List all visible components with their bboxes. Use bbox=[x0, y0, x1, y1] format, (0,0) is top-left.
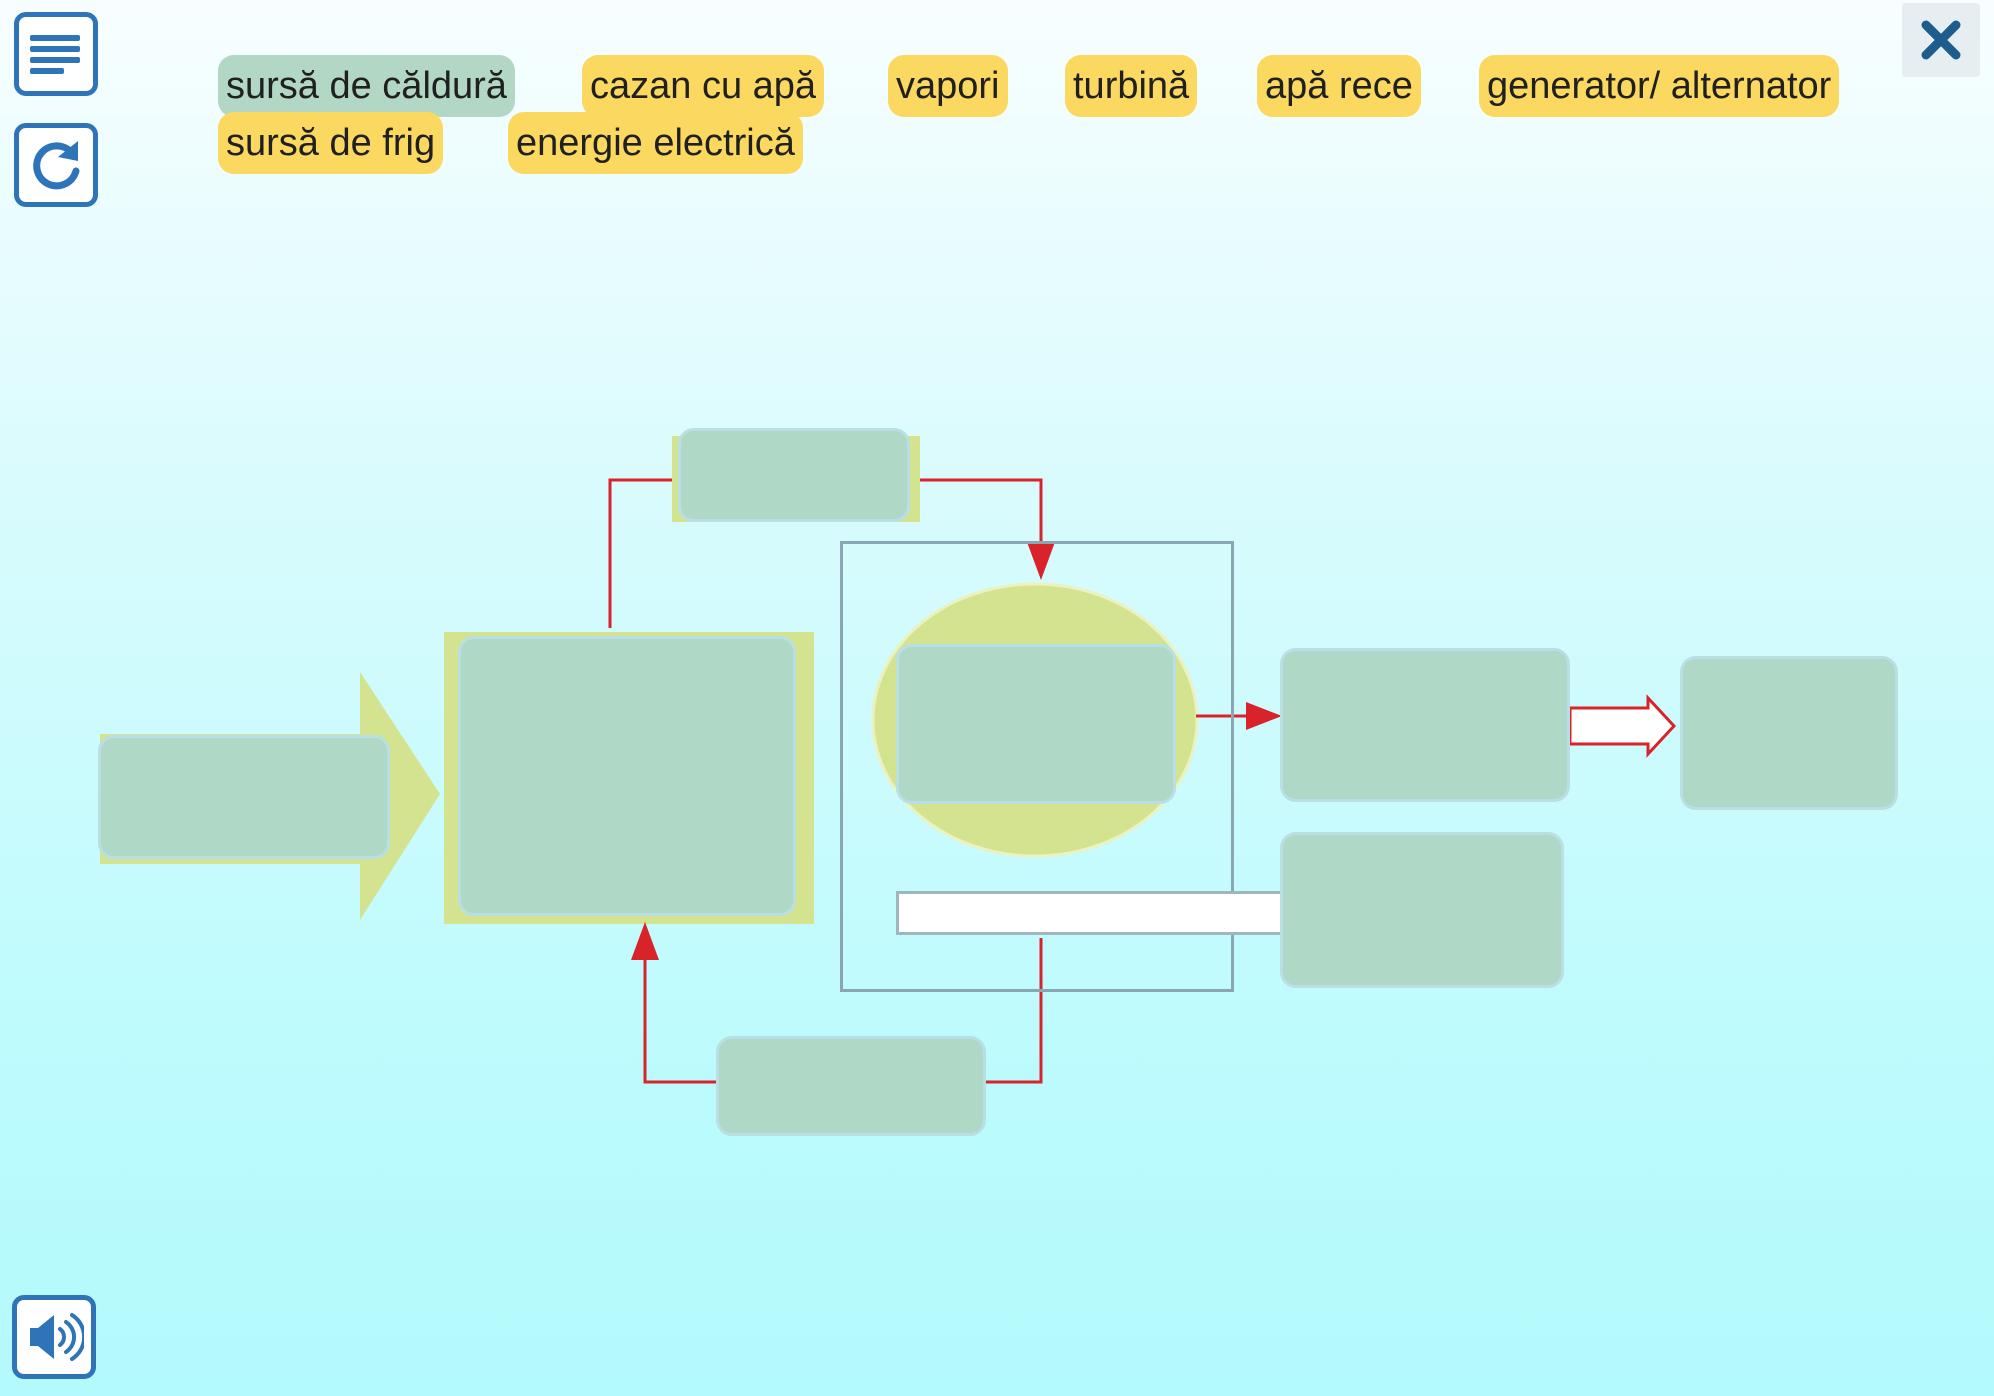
drop-slot-electric-energy[interactable] bbox=[1680, 656, 1898, 810]
chip-turbina[interactable]: turbină bbox=[1065, 55, 1198, 117]
drop-slot-cold-water[interactable] bbox=[1280, 832, 1564, 988]
drop-slot-steam[interactable] bbox=[678, 428, 910, 522]
arrowhead-into-generator bbox=[1246, 702, 1282, 730]
chip-sursa-de-caldura[interactable]: sursă de căldură bbox=[218, 55, 515, 117]
reset-button[interactable] bbox=[14, 123, 98, 207]
speaker-icon bbox=[30, 1313, 84, 1361]
pipe-steam-to-turbine bbox=[920, 478, 1043, 545]
drop-slot-cold-source[interactable] bbox=[716, 1036, 986, 1136]
arrowhead-into-boiler bbox=[631, 922, 659, 960]
chip-vapori[interactable]: vapori bbox=[888, 55, 1008, 117]
refresh-icon bbox=[33, 141, 80, 190]
audio-button[interactable] bbox=[12, 1295, 96, 1379]
menu-button[interactable] bbox=[14, 12, 98, 96]
close-button[interactable] bbox=[1902, 3, 1980, 77]
text-lines-icon bbox=[30, 35, 80, 74]
drop-slot-boiler[interactable] bbox=[458, 636, 796, 916]
chip-energie-electrica[interactable]: energie electrică bbox=[508, 112, 803, 174]
turbine-housing-outline bbox=[840, 541, 1234, 992]
condenser-bar bbox=[896, 891, 1284, 935]
drop-slot-generator[interactable] bbox=[1280, 648, 1570, 802]
chip-apa-rece[interactable]: apă rece bbox=[1257, 55, 1421, 117]
drop-slot-heat-source[interactable] bbox=[98, 735, 390, 859]
close-icon bbox=[1921, 20, 1961, 60]
chip-sursa-de-frig[interactable]: sursă de frig bbox=[218, 112, 444, 174]
pipe-boiler-to-steam bbox=[608, 478, 672, 628]
pipe-condenser-to-cold bbox=[986, 938, 1043, 1084]
pipe-cold-to-boiler bbox=[643, 958, 716, 1084]
chip-cazan-cu-apa[interactable]: cazan cu apă bbox=[582, 55, 825, 117]
arrowhead-into-turbine bbox=[1027, 542, 1055, 580]
chip-generator-alternator[interactable]: generator/ alternator bbox=[1479, 55, 1840, 117]
drop-slot-turbine[interactable] bbox=[896, 644, 1176, 804]
output-arrow-shape bbox=[1568, 694, 1677, 758]
